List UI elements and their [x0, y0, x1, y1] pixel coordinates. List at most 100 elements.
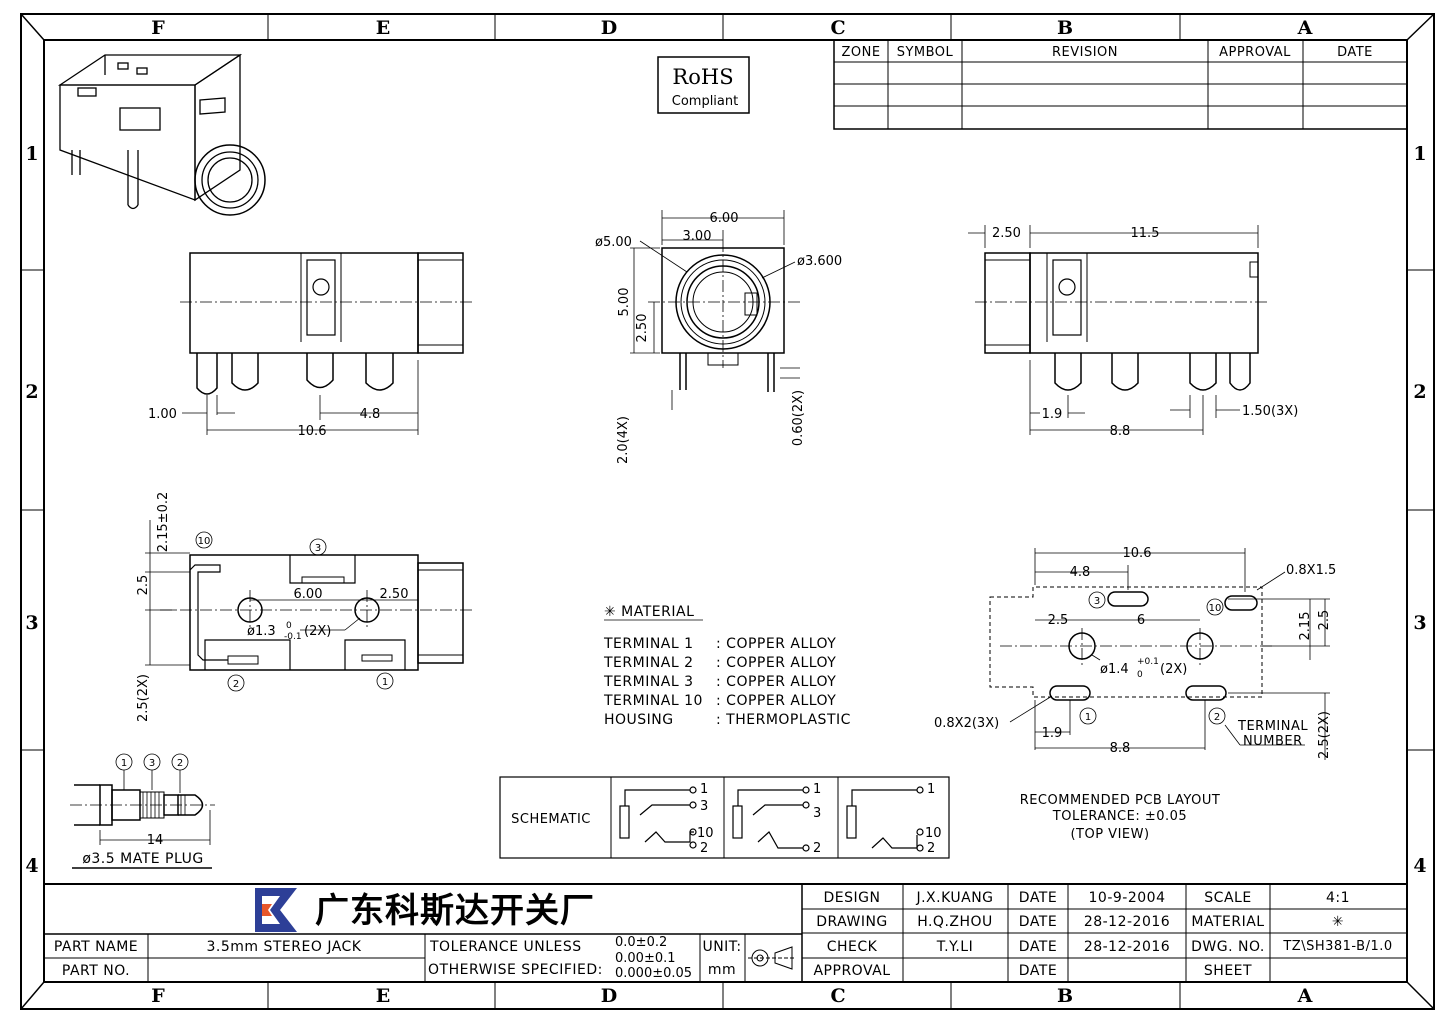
rev-header-approval: APPROVAL	[1219, 45, 1291, 60]
date-label: DATE	[1019, 914, 1057, 930]
pcb-note-view: (TOP VIEW)	[1070, 827, 1149, 842]
tolerance-value: 0.000±0.05	[615, 966, 692, 981]
revision-table	[833, 39, 1408, 130]
mate-plug-caption: ø3.5 MATE PLUG	[82, 851, 203, 867]
dim-label: 2.50	[380, 587, 409, 602]
dim-label: 10.6	[1123, 546, 1152, 561]
scale-label: SCALE	[1204, 890, 1251, 906]
dim-label: 2.0(4X)	[616, 416, 631, 464]
zone-number-3: 3	[1413, 612, 1426, 634]
date-check: 28-12-2016	[1084, 939, 1170, 955]
material-part: TERMINAL 2	[603, 655, 694, 671]
dim-tolerance: 0	[286, 621, 292, 631]
title-block-left: PART NAME 3.5mm STEREO JACK PART NO. TOL…	[54, 935, 741, 981]
dim-label: 10.6	[298, 424, 327, 439]
dim-label: 1.9	[1042, 407, 1063, 422]
schematic-pin: 3	[813, 806, 821, 821]
pcb-note: RECOMMENDED PCB LAYOUT TOLERANCE: ±0.05 …	[1020, 793, 1220, 842]
pin-number-1: 1	[121, 758, 127, 769]
rohs-subtitle: Compliant	[672, 94, 738, 109]
bottom-view-drawing	[189, 554, 464, 671]
dim-label: 14	[147, 833, 164, 848]
rev-header-zone: ZONE	[841, 45, 880, 60]
dim-tolerance: +0.1	[1137, 657, 1159, 667]
projection-symbol-icon	[748, 946, 796, 970]
dim-label: 0.8X2(3X)	[934, 716, 999, 731]
rev-header-symbol: SYMBOL	[897, 45, 954, 60]
dim-label: 3.00	[683, 229, 712, 244]
pin-number-1: 1	[382, 677, 388, 688]
dim-label: 11.5	[1131, 226, 1160, 241]
mate-plug-callouts: 1 3 2 14 ø3.5 MATE PLUG	[82, 753, 203, 867]
schematic-pin-labels: 1 3 10 2 1 3 2 1 10 2	[697, 782, 942, 856]
zone-letter-a: A	[1297, 985, 1313, 1007]
material-part: TERMINAL 1	[603, 636, 694, 652]
unit-label: UNIT:	[702, 939, 741, 955]
date-design: 10-9-2004	[1089, 890, 1166, 906]
dim-label: 5.00	[617, 288, 632, 317]
scale-value: 4:1	[1326, 890, 1350, 906]
tolerance-label: TOLERANCE UNLESS	[429, 939, 582, 955]
zone-letter-d: D	[601, 17, 617, 39]
schematic-label: SCHEMATIC	[511, 812, 591, 827]
zone-letter-b: B	[1057, 17, 1073, 39]
pin-number-3: 3	[149, 758, 155, 769]
dim-label: 4.8	[1070, 565, 1091, 580]
zone-letter-b: B	[1057, 985, 1073, 1007]
check-label: CHECK	[827, 939, 878, 955]
material-value: : COPPER ALLOY	[716, 655, 836, 671]
date-drawing: 28-12-2016	[1084, 914, 1170, 930]
dim-label: 1.50(3X)	[1242, 404, 1298, 419]
title-block-grid	[44, 883, 1407, 982]
pin-number-2: 2	[177, 758, 183, 769]
zone-letter-a: A	[1297, 17, 1313, 39]
revision-table-headers: ZONE SYMBOL REVISION APPROVAL DATE	[841, 45, 1372, 60]
approval-label: APPROVAL	[813, 963, 890, 979]
dim-label: 2.5	[1317, 610, 1332, 631]
pcb-layout-pin-callouts: 3 10 1 2	[1079, 591, 1226, 725]
drawing-label: DRAWING	[816, 914, 888, 930]
material-value: : THERMOPLASTIC	[716, 712, 851, 728]
rev-header-revision: REVISION	[1052, 45, 1118, 60]
rohs-badge: RoHS Compliant	[657, 56, 750, 114]
schematic-pin: 10	[925, 826, 942, 841]
side-view-dim-labels: 6.00 3.00 ø5.00 ø3.600 5.00 2.50 2.0(4X)…	[595, 211, 842, 464]
dim-label: 2.15	[1298, 612, 1313, 641]
sheet-frame	[20, 13, 1435, 1010]
material-label: MATERIAL	[1191, 914, 1264, 930]
terminal-label: TERMINAL	[1237, 719, 1308, 734]
material-value: : COPPER ALLOY	[716, 693, 836, 709]
zone-number-2: 2	[1413, 381, 1426, 403]
back-view-dim-labels: 2.50 11.5 1.9 8.8 1.50(3X)	[992, 226, 1298, 439]
rev-header-date: DATE	[1337, 45, 1373, 60]
bottom-view-dim-labels: 2.15±0.2 2.5 6.00 2.50 ø1.3 0 -0.1 (2X) …	[136, 492, 408, 722]
tolerance-label: OTHERWISE SPECIFIED:	[428, 962, 603, 978]
material-value: : COPPER ALLOY	[716, 636, 836, 652]
pin-number-3: 3	[315, 543, 321, 554]
dim-label: 2.5	[1048, 613, 1069, 628]
zone-number-1: 1	[25, 143, 38, 165]
dim-label: 4.8	[360, 407, 381, 422]
dwg-no-value: TZ\SH381-B/1.0	[1282, 939, 1392, 954]
dim-label: ø5.00	[595, 235, 632, 250]
schematic-pin: 2	[813, 841, 821, 856]
schematic-pin: 10	[697, 826, 714, 841]
front-view-drawing	[189, 252, 464, 395]
material-part: HOUSING	[604, 712, 674, 728]
dim-label: (2X)	[304, 624, 331, 639]
zone-letter-e: E	[376, 17, 390, 39]
title-block-right: DESIGN J.X.KUANG DATE 10-9-2004 SCALE 4:…	[813, 890, 1392, 979]
design-label: DESIGN	[824, 890, 881, 906]
mate-plug-dims	[72, 770, 212, 869]
dim-label: (2X)	[1160, 662, 1187, 677]
part-name-value: 3.5mm STEREO JACK	[207, 939, 362, 955]
date-label: DATE	[1019, 890, 1057, 906]
tolerance-value: 0.0±0.2	[615, 935, 667, 950]
design-value: J.X.KUANG	[915, 890, 993, 906]
company-name: 广东科斯达开关厂	[315, 891, 595, 931]
dim-label: 0.60(2X)	[791, 390, 806, 446]
pin-number-2: 2	[1214, 712, 1220, 723]
zone-numbers-right: 1 2 3 4	[1413, 143, 1426, 877]
back-view-drawing	[984, 252, 1259, 391]
sheet-label: SHEET	[1204, 963, 1252, 979]
